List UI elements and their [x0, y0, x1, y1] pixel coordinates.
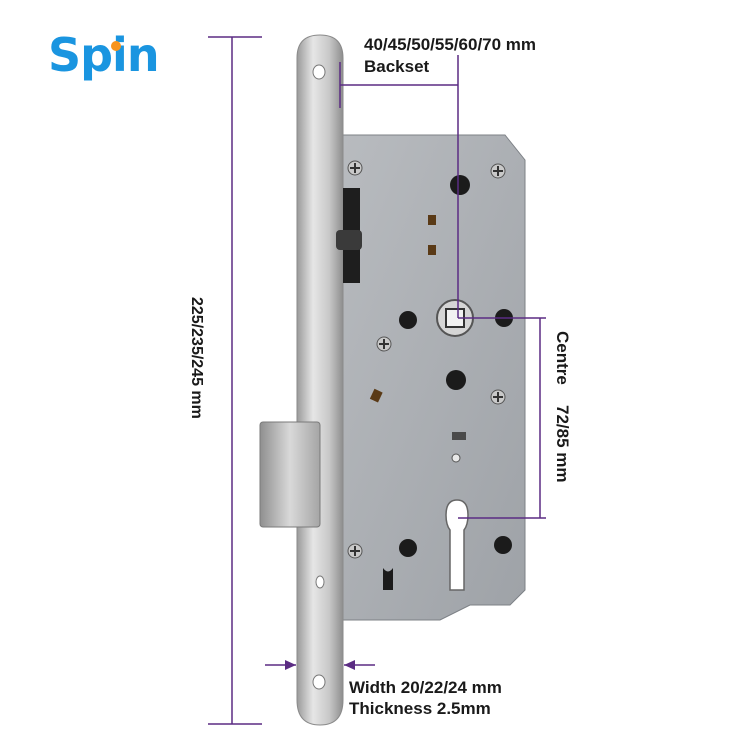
- faceplate: [296, 34, 344, 726]
- faceplate-screw-hole-bottom: [312, 674, 326, 690]
- width-label: Width 20/22/24 mm: [349, 678, 502, 697]
- slot-b: [428, 245, 436, 255]
- screw-mid-right: [490, 389, 506, 405]
- thickness-label: Thickness 2.5mm: [349, 699, 491, 718]
- width-arrow-left: [285, 660, 296, 670]
- small-pin: [451, 453, 461, 463]
- bolt-pin: [336, 230, 362, 250]
- lock-body-plate: [329, 134, 526, 621]
- height-label: 225/235/245 mm: [188, 297, 205, 419]
- hole-centre: [446, 370, 466, 390]
- backset-label: Backset: [364, 57, 430, 76]
- screw-bottom-left: [347, 543, 363, 559]
- centre-value-label: 72/85 mm: [553, 405, 572, 483]
- width-arrow-right: [344, 660, 355, 670]
- slot-a: [428, 215, 436, 225]
- faceplate-screw-hole-top: [312, 64, 326, 80]
- screw-mid-left: [376, 336, 392, 352]
- backset-value-label: 40/45/50/55/60/70 mm: [364, 35, 537, 54]
- screw-top-left: [347, 160, 363, 176]
- hole-lower-right: [494, 536, 512, 554]
- slot-c: [369, 388, 383, 403]
- hole-lower-left: [399, 539, 417, 557]
- logo-text: Spin: [48, 28, 160, 82]
- bottom-notch: [383, 568, 393, 590]
- centre-label: Centre: [553, 331, 572, 385]
- hole-mid-left: [399, 311, 417, 329]
- spin-logo: Spin: [48, 28, 160, 82]
- latch-bolt: [259, 421, 321, 528]
- hole-top-right: [450, 175, 470, 195]
- euro-cylinder-cutout: [445, 499, 469, 591]
- logo-dot: [111, 41, 121, 51]
- screw-top-right: [490, 163, 506, 179]
- slot-d: [452, 432, 466, 440]
- faceplate-hole-lower: [315, 575, 325, 589]
